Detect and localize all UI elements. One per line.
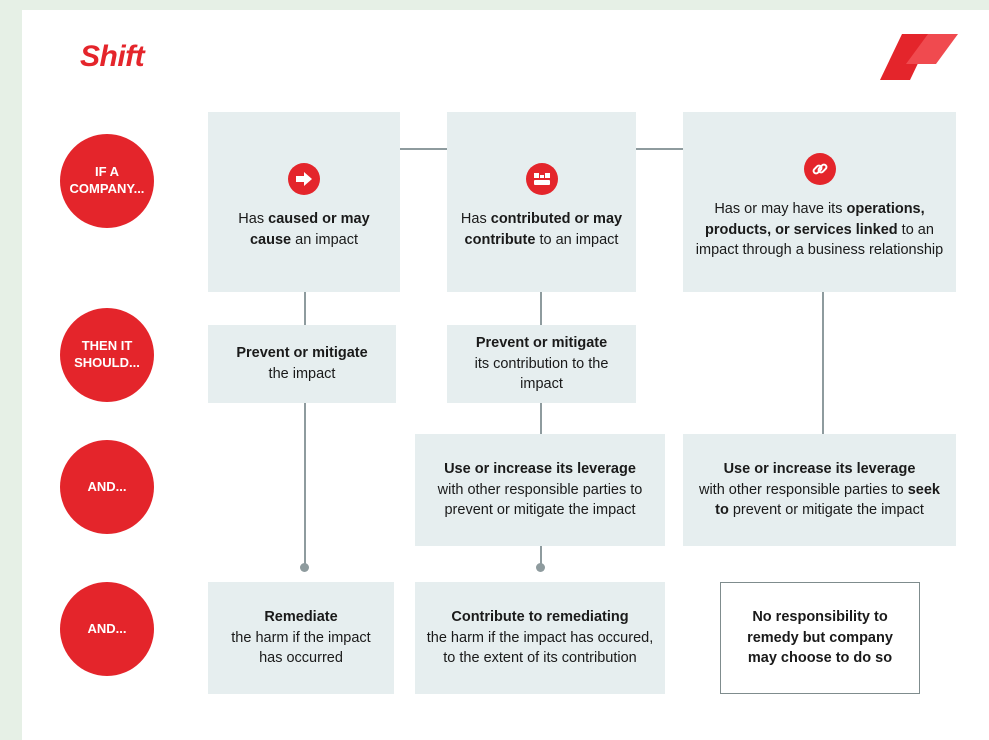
connector-col2: [540, 292, 542, 566]
col2-leverage-text: with other responsible parties to preven…: [437, 481, 643, 519]
col2-then-title: Prevent or mitigate: [475, 335, 608, 352]
connector-top-2: [636, 148, 683, 150]
col2-leverage-box: Use or increase its leverage with other …: [415, 434, 665, 546]
col3-leverage-box: Use or increase its leverage with other …: [683, 434, 956, 546]
brand-mark-icon: [880, 34, 958, 80]
row-label-and-leverage: AND...: [60, 440, 154, 534]
row-label-then: THEN IT SHOULD...: [60, 308, 154, 402]
col1-then-text: the impact: [268, 366, 336, 382]
col2-leverage-title: Use or increase its leverage: [444, 461, 636, 478]
connector-col2-dot: [536, 563, 545, 572]
col2-remedy-box: Contribute to remediating the harm if th…: [415, 582, 665, 694]
col2-remedy-title: Contribute to remediating: [451, 609, 629, 626]
col1-if-box: Has caused or may cause an impact: [208, 112, 400, 292]
col3-if-box: Has or may have its operations, products…: [683, 112, 956, 292]
col3-remedy-box: No responsibility to remedy but company …: [720, 582, 920, 694]
connector-col1: [304, 292, 306, 566]
col3-leverage-text: with other responsible parties to seek t…: [698, 481, 940, 519]
arrow-right-icon: [288, 163, 320, 196]
col1-then-box: Prevent or mitigate the impact: [208, 325, 396, 403]
col1-remedy-text: the harm if the impact has occurred: [231, 629, 371, 667]
col1-remedy-box: Remediate the harm if the impact has occ…: [208, 582, 394, 694]
col3-remedy-text: No responsibility to remedy but company …: [747, 609, 893, 667]
connector-top-1: [396, 148, 447, 150]
link-icon: [803, 153, 836, 186]
col1-then-title: Prevent or mitigate: [236, 345, 368, 362]
handshake-icon: [525, 163, 558, 196]
col2-then-box: Prevent or mitigate its contribution to …: [447, 325, 636, 403]
col1-remedy-title: Remediate: [264, 609, 338, 626]
shift-logo: Shift: [80, 40, 145, 73]
row-label-and-remedy: AND...: [60, 582, 154, 676]
row-label-if: IF A COMPANY...: [60, 134, 154, 228]
col3-leverage-title: Use or increase its leverage: [723, 461, 916, 478]
col2-if-box: Has contributed or may contribute to an …: [447, 112, 636, 292]
connector-col3: [822, 292, 824, 435]
col2-if-text: Has contributed or may contribute to an …: [460, 211, 623, 248]
connector-col1-dot: [300, 563, 309, 572]
col3-if-text: Has or may have its operations, products…: [695, 201, 944, 259]
col2-then-text: its contribution to the impact: [474, 355, 609, 393]
col2-remedy-text: the harm if the impact has occured, to t…: [426, 629, 654, 667]
col1-if-text: Has caused or may cause an impact: [238, 211, 370, 248]
